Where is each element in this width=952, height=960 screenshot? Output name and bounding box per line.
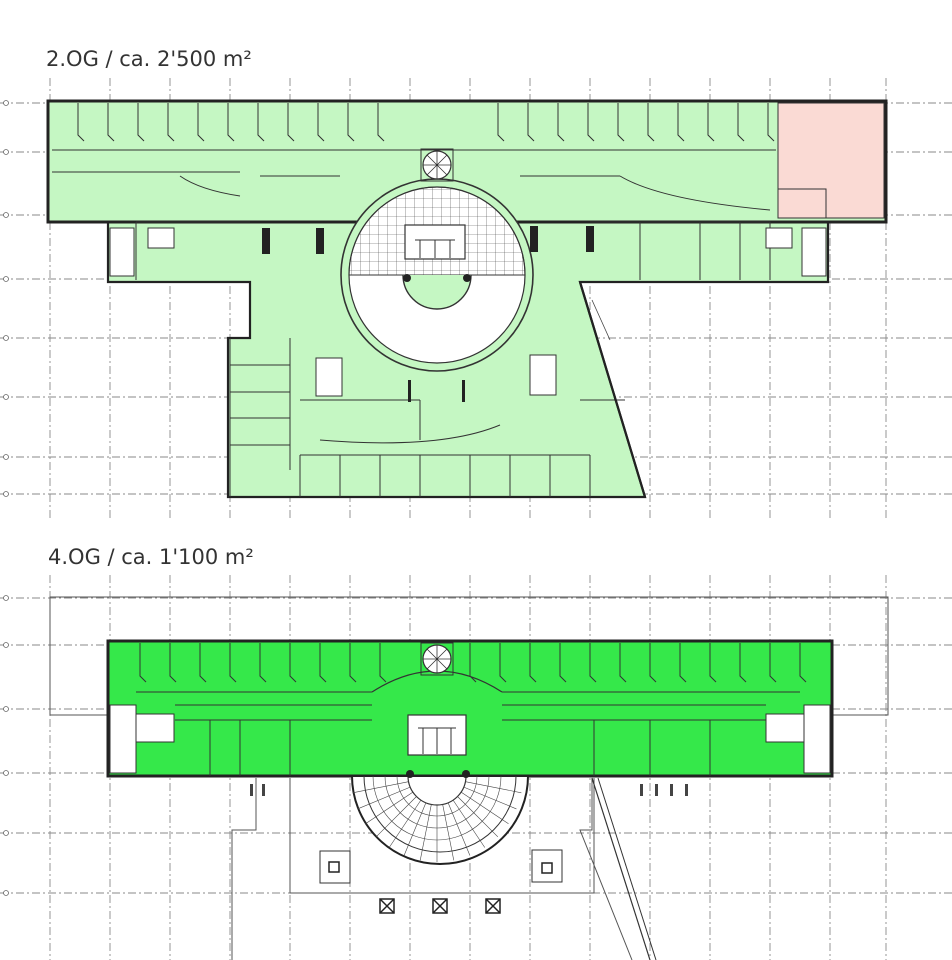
room-partition (77, 103, 85, 142)
room-partition (649, 643, 657, 683)
room-partition (527, 103, 535, 142)
room-partition (257, 103, 265, 142)
grid-axis-marker (3, 394, 9, 400)
stair-left (109, 227, 135, 277)
room-partition (379, 643, 387, 683)
room-partition (587, 103, 595, 142)
room-partition (617, 103, 625, 142)
glass-rib (447, 802, 471, 856)
room-partition (767, 103, 775, 142)
grid-axis-marker (3, 149, 9, 155)
glass-rib (388, 799, 422, 848)
room-partition (737, 103, 745, 142)
glass-rib (375, 796, 417, 838)
grid-axis-marker (3, 595, 9, 601)
grid-axis-marker (3, 335, 9, 341)
room-partition (739, 643, 747, 683)
room-partition (559, 643, 567, 683)
grid-axis-marker (3, 770, 9, 776)
floor-4-plan (49, 596, 889, 960)
floor-2-title: 2.OG / ca. 2'500 m² (46, 47, 252, 71)
glass-rib (463, 786, 517, 810)
glass-rib (442, 804, 455, 861)
glass-ring (384, 775, 490, 829)
grid-axis-marker (3, 706, 9, 712)
stair-lower-right (529, 354, 557, 396)
glass-rib (419, 804, 432, 861)
room-partition (709, 643, 717, 683)
room-partition (137, 103, 145, 142)
room-partition (169, 643, 177, 683)
stair-left-4 (109, 704, 137, 774)
room-partition (197, 103, 205, 142)
room-partition (167, 103, 175, 142)
glass-rib (365, 791, 414, 825)
room-partition (347, 103, 355, 142)
glass-rib (465, 781, 522, 794)
stair-right-4 (803, 704, 831, 774)
room-partition (497, 103, 505, 142)
room-partition (769, 643, 777, 683)
room-partition (107, 103, 115, 142)
room-partition (319, 643, 327, 683)
glass-rib (403, 802, 427, 856)
room-partition (679, 643, 687, 683)
room-partition (469, 643, 477, 683)
room-partition (139, 643, 147, 683)
grid-axis-marker (3, 642, 9, 648)
room-partition (619, 643, 627, 683)
room-partition (557, 103, 565, 142)
room-partition (287, 103, 295, 142)
grid-axis-marker (3, 890, 9, 896)
stair-right (801, 227, 827, 277)
room-partition (707, 103, 715, 142)
floor-4-building-outline (106, 639, 834, 778)
glass-rib (352, 781, 409, 794)
room-partition (589, 643, 597, 683)
glass-rib (452, 799, 486, 848)
stair-lower-left (315, 357, 343, 397)
floor-2-plan (46, 99, 888, 499)
room-partition (677, 103, 685, 142)
grid-axis-marker (3, 212, 9, 218)
floor-4-title: 4.OG / ca. 1'100 m² (48, 545, 254, 569)
room-partition (289, 643, 297, 683)
grid-axis-marker (3, 454, 9, 460)
glass-rib (357, 786, 411, 810)
glass-ring (396, 775, 478, 817)
glass-rib (457, 796, 499, 838)
grid-axis-marker (3, 276, 9, 282)
room-partition (259, 643, 267, 683)
room-partition (499, 643, 507, 683)
room-partition (799, 643, 807, 683)
room-partition (229, 643, 237, 683)
highlighted-room (777, 102, 885, 219)
room-partition (317, 103, 325, 142)
room-partition (529, 643, 537, 683)
grid-axis-marker (3, 100, 9, 106)
room-partition (377, 103, 385, 142)
room-partition (349, 643, 357, 683)
room-partition (199, 643, 207, 683)
room-partition (227, 103, 235, 142)
grid-axis-marker (3, 491, 9, 497)
room-partition (647, 103, 655, 142)
grid-axis-marker (3, 830, 9, 836)
glass-ring (372, 775, 502, 841)
glass-rotunda (350, 770, 530, 865)
glass-rib (460, 791, 509, 825)
